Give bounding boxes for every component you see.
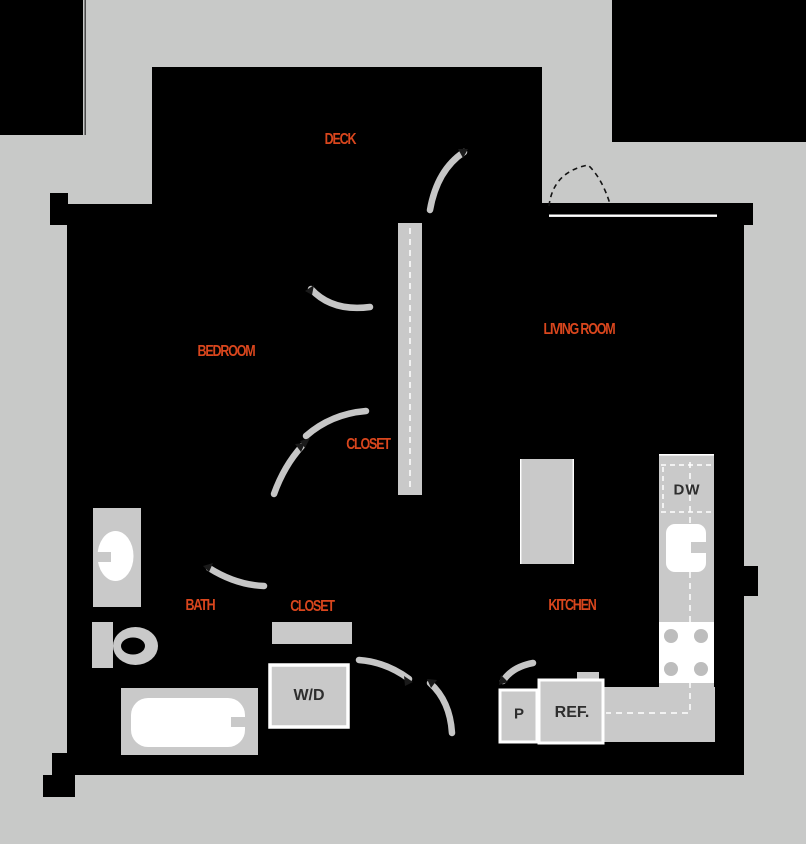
bedroom-door-swing	[307, 285, 374, 312]
toilet-tank	[92, 622, 113, 668]
arrowhead	[295, 443, 305, 452]
room-label-bath: BATH	[185, 597, 215, 614]
deck-door-swing	[426, 148, 468, 214]
arrowhead	[499, 675, 508, 685]
fixture-label-dishwasher: DW	[673, 481, 701, 499]
arrowhead	[458, 149, 468, 158]
stove-burner	[664, 662, 678, 676]
hall-closet-door-swing-left	[355, 656, 413, 683]
closet-door-swing-upper	[302, 407, 370, 440]
kitchen-sink-faucet	[691, 542, 711, 553]
neighbor-wall-line	[84, 0, 86, 135]
bathroom-faucet	[95, 552, 111, 562]
refrigerator-water-line	[577, 672, 599, 681]
door-swing-arcs	[205, 148, 537, 737]
bathtub	[131, 698, 245, 747]
refrigerator	[537, 678, 605, 745]
room-label-bedroom: BEDROOM	[197, 343, 256, 360]
entry-door-swing-arc	[548, 164, 611, 207]
room-label-kitchen: KITCHEN	[548, 597, 596, 614]
room-label-living-room: LIVING ROOM	[543, 321, 615, 338]
washer-dryer-unit	[268, 663, 350, 729]
neighbor-mass-top-left	[0, 0, 83, 135]
bathtub-faucet	[231, 717, 247, 727]
bathroom-sink	[97, 531, 134, 581]
kitchen-island	[520, 459, 574, 564]
arrowhead	[305, 285, 314, 295]
kitchen-counter-top-edge	[659, 454, 714, 456]
hall-closet-door-swing-right	[426, 679, 456, 737]
room-label-closet-lower: CLOSET	[290, 598, 335, 615]
toilet-bowl-inner	[121, 637, 145, 655]
room-label-deck: DECK	[324, 131, 357, 148]
fixture-label-pantry: P	[513, 705, 525, 723]
door-swing-arrowheads	[203, 149, 508, 688]
stove-burner	[694, 662, 708, 676]
kitchen-island-edge-left	[520, 459, 522, 564]
arrowhead	[404, 676, 413, 686]
arrowhead	[427, 679, 437, 688]
room-label-closet-upper: CLOSET	[346, 436, 391, 453]
kitchen-counter-bottom	[603, 687, 715, 742]
fixture-label-refrigerator: REF.	[554, 704, 590, 721]
kitchen-sink	[666, 524, 706, 572]
arrowhead	[203, 563, 213, 572]
fixture-label-washer-dryer: W/D	[293, 687, 325, 704]
closet-door-swing-lower	[270, 442, 306, 498]
pantry-cabinet	[498, 688, 539, 744]
stove-burner	[694, 629, 708, 643]
bath-door-swing	[205, 564, 268, 590]
living-room-window-line	[549, 214, 717, 217]
dishwasher-compartment-dashes	[661, 464, 713, 513]
kitchen-island-edge-right	[572, 459, 574, 564]
stove-burner	[664, 629, 678, 643]
neighbor-mass-top-right	[612, 0, 806, 142]
closet-shelf	[272, 622, 352, 644]
